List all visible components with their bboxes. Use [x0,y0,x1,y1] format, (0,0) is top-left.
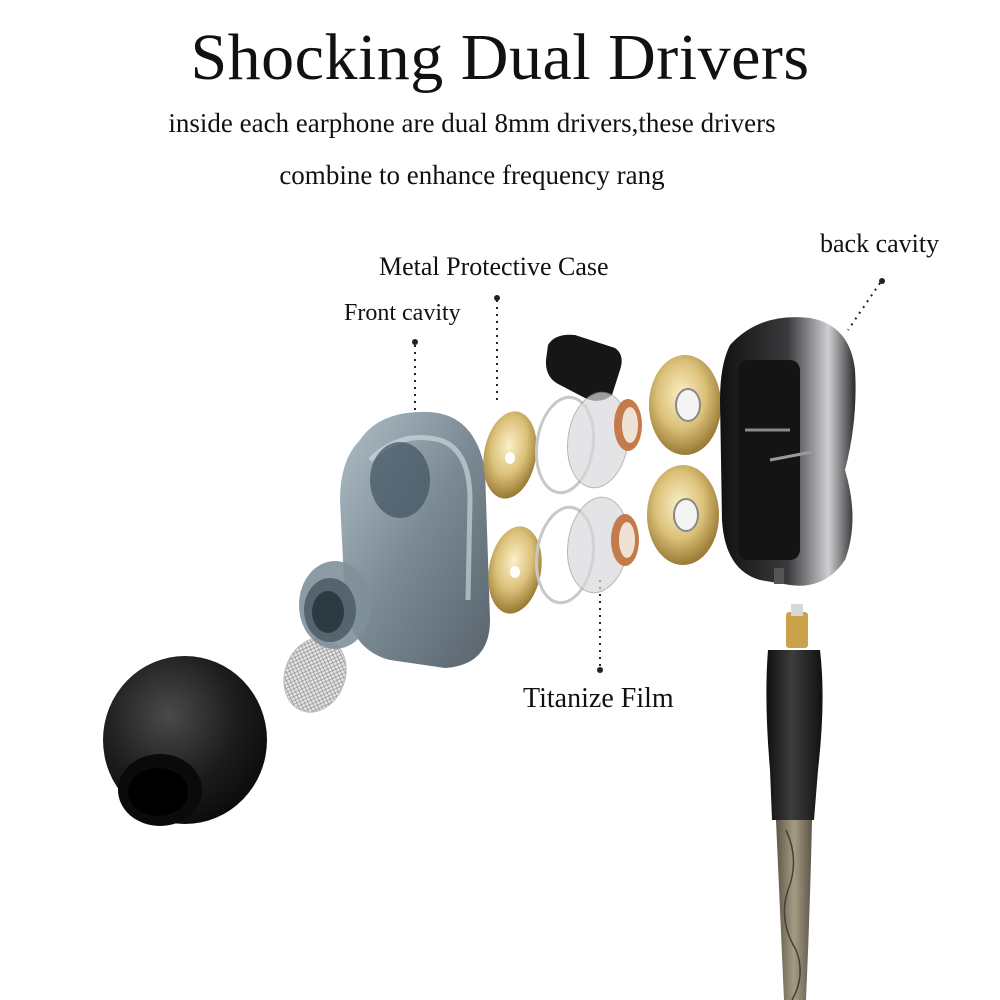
front-cavity-shell [299,411,490,668]
metal-protective-case [545,334,622,401]
mmcx-cable [766,604,823,1000]
driver-stack-upper [483,355,721,499]
leader-dot-metal [494,295,500,301]
leader-dot-front [412,339,418,345]
ear-tip [103,656,267,826]
leader-dot-film [597,667,603,673]
leader-lines [414,282,881,668]
subtitle-line-2: combine to enhance frequency rang [279,160,665,190]
subtitle-line-1: inside each earphone are dual 8mm driver… [168,108,776,138]
leader-dot-back [879,278,885,284]
back-cavity-shell [720,317,856,586]
label-metal-protective-case: Metal Protective Case [379,252,609,281]
label-back-cavity: back cavity [820,229,940,258]
label-front-cavity: Front cavity [344,300,461,326]
page-title: Shocking Dual Drivers [190,21,810,94]
label-titanize-film: Titanize Film [523,683,674,714]
driver-stack-lower [488,465,719,614]
leader-back-cavity [847,282,881,331]
